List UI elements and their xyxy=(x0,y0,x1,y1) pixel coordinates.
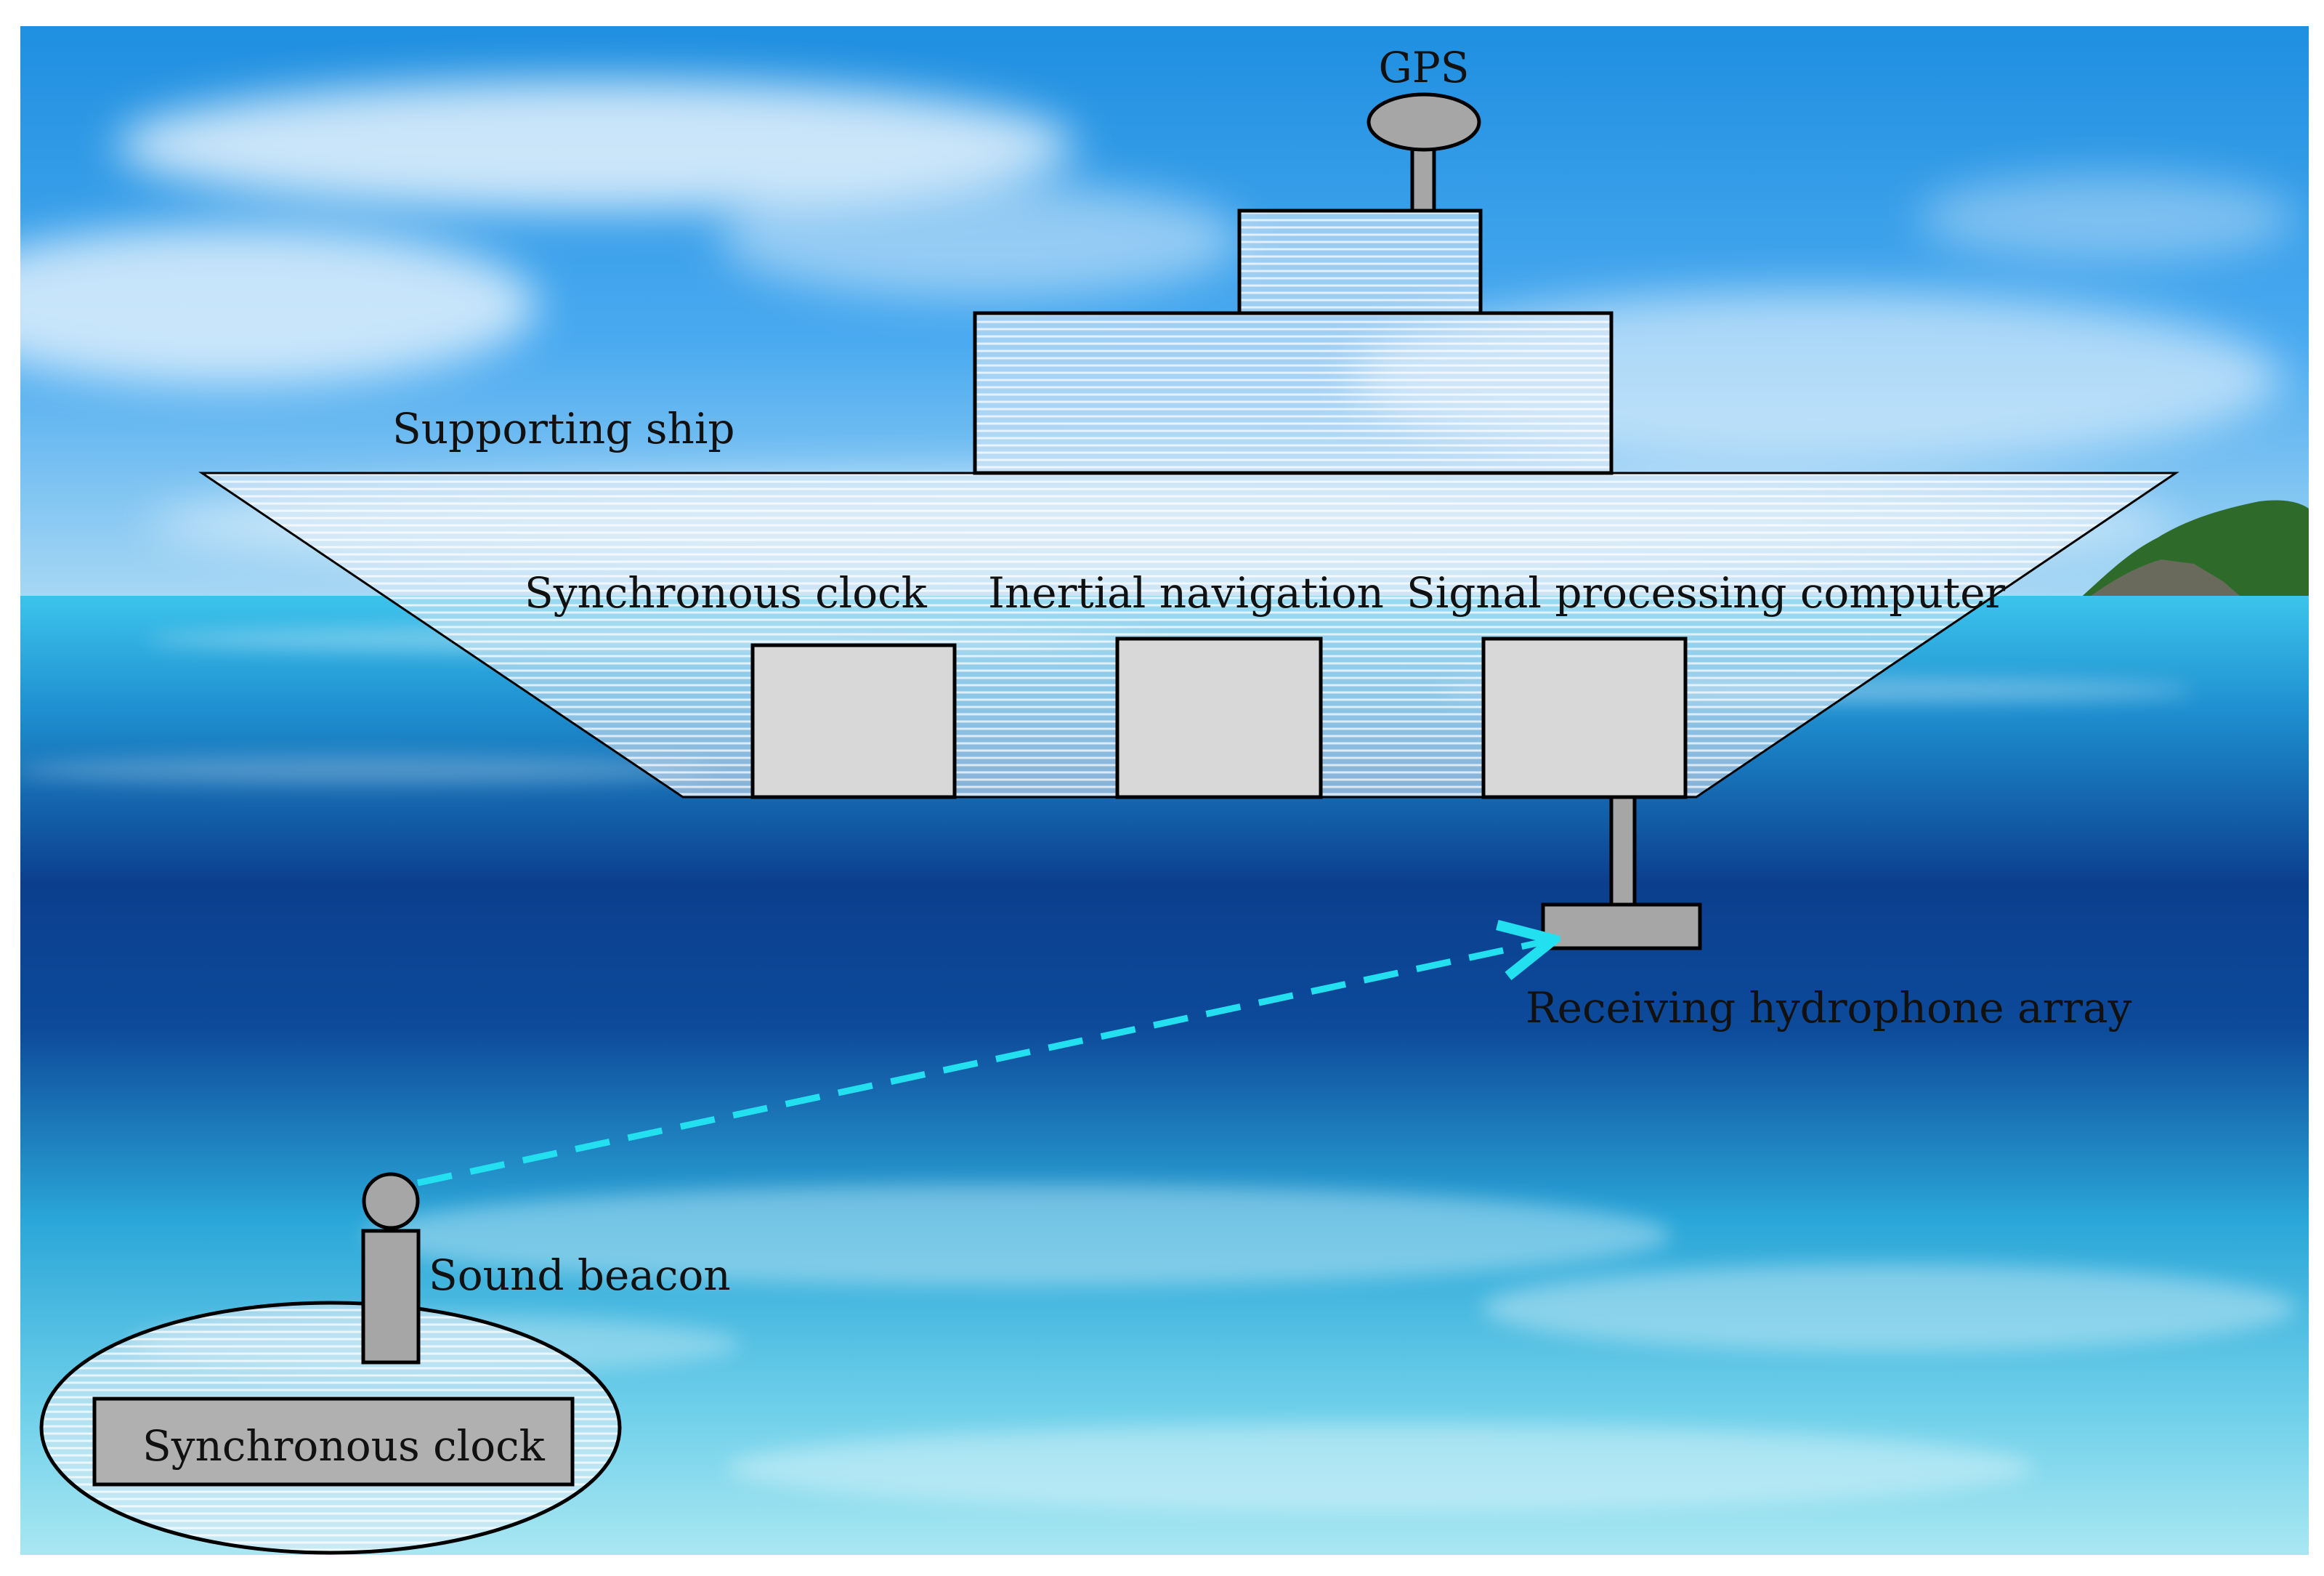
synchronous-clock-ship-box xyxy=(750,643,957,799)
sound-beacon-label: Sound beacon xyxy=(429,1250,731,1300)
acoustic-signal-path xyxy=(417,941,1547,1187)
sound-beacon-body xyxy=(361,1229,421,1365)
gps-mast xyxy=(1410,145,1436,213)
synchronous-clock-beacon-label: Synchronous clock xyxy=(142,1421,546,1471)
sound-beacon-head xyxy=(362,1172,420,1230)
inertial-navigation-label: Inertial navigation xyxy=(988,568,1384,618)
gps-antenna xyxy=(1367,92,1481,152)
receiving-hydrophone-array xyxy=(1541,902,1702,950)
supporting-ship xyxy=(198,92,2179,950)
signal-processing-computer-label: Signal processing computer xyxy=(1406,568,2005,618)
receiving-hydrophone-array-label: Receiving hydrophone array xyxy=(1526,983,2132,1033)
ship-superstructure xyxy=(973,311,1614,475)
island-cliff xyxy=(2085,559,2245,600)
sea-waves xyxy=(15,626,2296,1511)
inertial-navigation-box xyxy=(1115,637,1323,799)
signal-processing-computer-box xyxy=(1481,637,1688,799)
ship-bridge xyxy=(1237,209,1483,315)
supporting-ship-label: Supporting ship xyxy=(392,404,735,453)
synchronous-clock-ship-label: Synchronous clock xyxy=(525,568,928,618)
gps-label: GPS xyxy=(1378,43,1469,92)
synchronous-clock-beacon-box xyxy=(92,1397,575,1487)
sound-beacon-assembly xyxy=(39,1172,622,1555)
hydrophone-mount xyxy=(1609,795,1637,907)
